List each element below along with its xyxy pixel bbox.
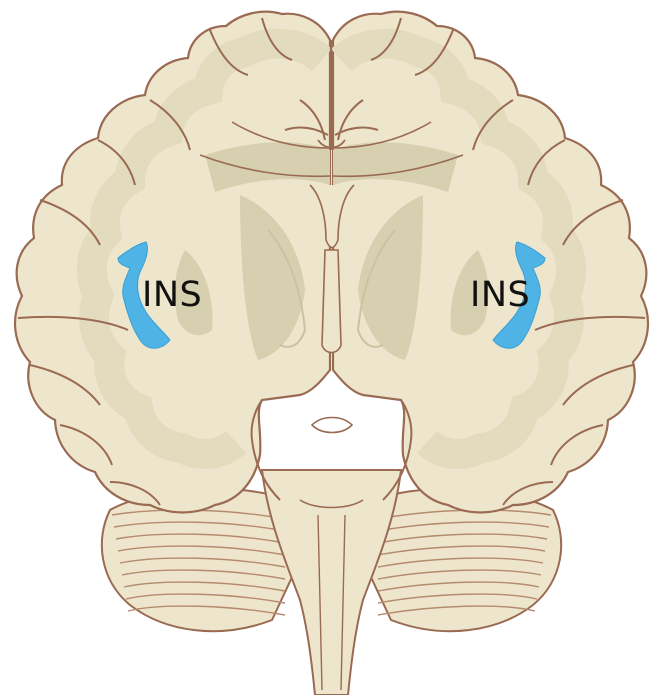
right-hemisphere	[333, 12, 648, 513]
insula-label-right: INS	[470, 278, 530, 313]
insula-label-left: INS	[142, 278, 202, 313]
left-hemisphere	[15, 12, 330, 513]
